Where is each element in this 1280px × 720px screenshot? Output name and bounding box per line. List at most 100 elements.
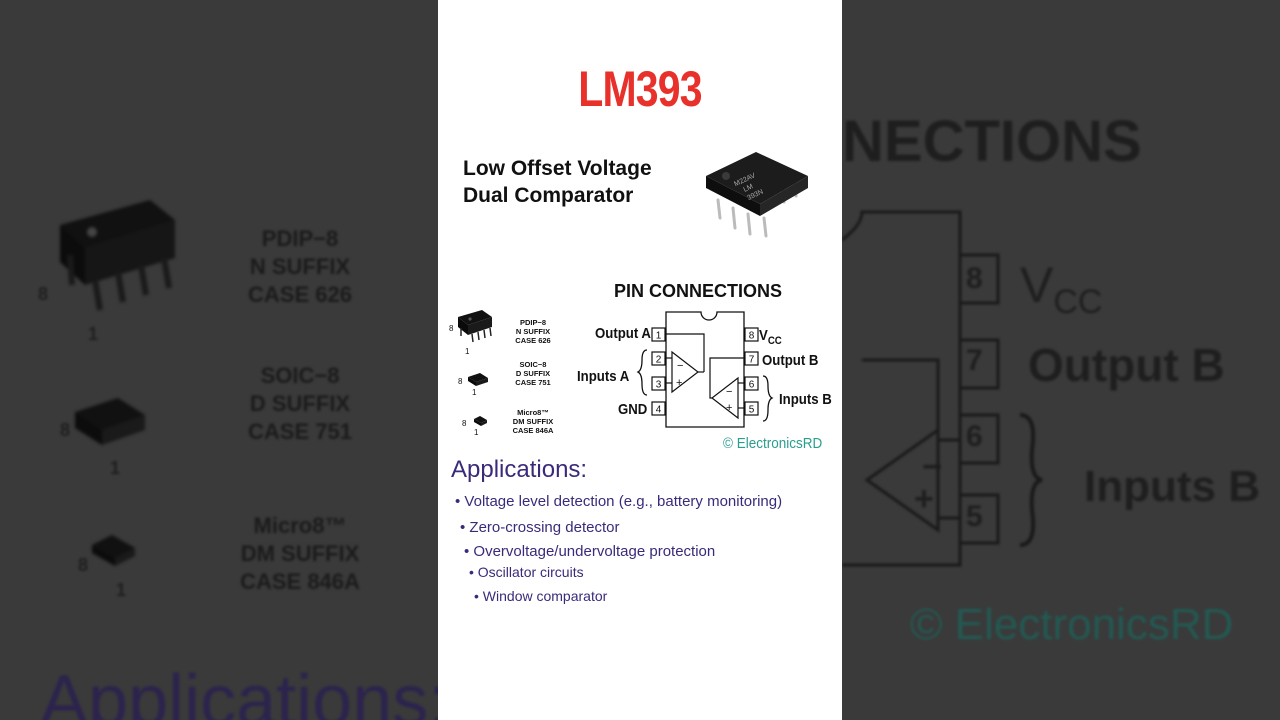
- backdrop-left: 8 1 8 1 8 1 PDIP−8 N SUFFIX CASE 626 SOI…: [0, 0, 438, 720]
- backdrop-pin1-soic: 1: [110, 458, 121, 478]
- backdrop-applications: Applications:: [40, 661, 438, 720]
- backdrop-pkg-line: CASE 751: [248, 419, 352, 444]
- backdrop-vcc: VCC: [1020, 256, 1102, 322]
- backdrop-pin5-num: 5: [966, 500, 983, 533]
- pin-4-number: 4: [656, 405, 662, 416]
- pin-label-inputs-b: Inputs B: [779, 391, 832, 408]
- copyright: © ElectronicsRD: [723, 435, 823, 452]
- package-line: CASE 626: [515, 336, 551, 345]
- backdrop-pin8-micro: 8: [78, 555, 89, 575]
- page-title: LM393: [578, 61, 702, 117]
- package-micro8-label: Micro8™ DM SUFFIX CASE 846A: [503, 408, 563, 435]
- brace-inputs-b: [762, 375, 774, 422]
- package-icons: [458, 310, 492, 426]
- pin-label-output-a: Output A: [595, 325, 651, 342]
- package-line: SOIC−8: [519, 360, 547, 369]
- pin-diagram: 1 2 3 4 5 6 7 8 − +: [651, 311, 759, 428]
- backdrop-pin7-num: 7: [966, 344, 983, 377]
- backdrop-copyright: © ElectronicsRD: [910, 600, 1234, 649]
- backdrop-pin8-num: 8: [966, 262, 983, 295]
- backdrop-pin6-num: 6: [966, 420, 983, 453]
- comparator-a-minus: −: [677, 360, 683, 372]
- pin-2-number: 2: [656, 355, 662, 366]
- backdrop-minus: −: [922, 448, 942, 486]
- pdip-pin8: 8: [449, 324, 454, 333]
- backdrop-pin1-micro: 1: [116, 580, 127, 600]
- application-item: • Oscillator circuits: [469, 564, 584, 580]
- package-line: N SUFFIX: [515, 327, 551, 336]
- pin-label-output-b: Output B: [762, 352, 819, 369]
- comparator-a: [665, 333, 705, 394]
- soic-pin8: 8: [458, 377, 463, 386]
- applications-heading: Applications:: [451, 456, 588, 483]
- soic-icon: [468, 373, 488, 386]
- pin-label-vcc-v: V: [759, 327, 768, 344]
- comparator-b-plus: +: [726, 402, 732, 414]
- backdrop-soic-chip: [75, 398, 145, 445]
- pdip-icon: [458, 310, 492, 343]
- backdrop-pkg-line: CASE 846A: [240, 569, 360, 594]
- comparator-b-minus: −: [726, 386, 732, 398]
- micro8-pin1: 1: [474, 428, 479, 437]
- package-line: CASE 846A: [512, 426, 554, 435]
- chip-subtitle: Low Offset Voltage Dual Comparator: [463, 155, 652, 209]
- content-panel: LM393 Low Offset Voltage Dual Comparator…: [438, 0, 842, 720]
- package-pdip-label: PDIP−8 N SUFFIX CASE 626: [503, 318, 563, 345]
- application-item: • Voltage level detection (e.g., battery…: [455, 493, 783, 510]
- pin-label-vcc-sub: CC: [767, 335, 782, 347]
- comparator-b: [709, 357, 745, 420]
- pin-label-inputs-a: Inputs A: [577, 368, 630, 385]
- package-line: Micro8™: [517, 408, 549, 417]
- subtitle-line-2: Dual Comparator: [463, 184, 634, 207]
- package-line: CASE 751: [515, 378, 551, 387]
- comparator-a-plus: +: [676, 377, 682, 389]
- pin-connections-heading: PIN CONNECTIONS: [614, 281, 783, 301]
- backdrop-right: NECTIONS 8 7 6 5 − + VCC Output B Inputs…: [842, 0, 1280, 720]
- backdrop-pin1: 1: [88, 324, 99, 344]
- backdrop-left-chips: [60, 200, 175, 566]
- backdrop-pkg-line: Micro8™: [253, 513, 347, 538]
- soic-pin1: 1: [472, 388, 477, 397]
- backdrop-dip-chip: [60, 200, 175, 311]
- backdrop-pin8-soic: 8: [60, 420, 71, 440]
- backdrop-vcc-v: V: [1020, 257, 1054, 313]
- backdrop-pkg-line: CASE 626: [248, 282, 352, 307]
- package-soic-label: SOIC−8 D SUFFIX CASE 751: [503, 360, 563, 387]
- pin-5-number: 5: [749, 405, 755, 416]
- chip-photo: M22AV LM 393N: [706, 152, 808, 238]
- package-line: D SUFFIX: [515, 369, 551, 378]
- backdrop-right-diagram: [842, 210, 1043, 567]
- micro8-icon: [474, 416, 487, 426]
- micro8-pin8: 8: [462, 419, 467, 428]
- backdrop-pkg-soic: SOIC−8 D SUFFIX CASE 751: [225, 362, 375, 446]
- package-line: PDIP−8: [519, 318, 547, 327]
- package-line: DM SUFFIX: [512, 417, 554, 426]
- backdrop-pkg-line: PDIP−8: [261, 226, 339, 251]
- backdrop-pin8: 8: [38, 284, 49, 304]
- subtitle-line-1: Low Offset Voltage: [463, 157, 652, 180]
- backdrop-inputs-b: Inputs B: [1084, 462, 1260, 511]
- backdrop-pkg-line: D SUFFIX: [249, 391, 351, 416]
- pin-8-number: 8: [749, 331, 755, 342]
- pdip-pin1: 1: [465, 347, 470, 356]
- pin-3-number: 3: [656, 380, 662, 391]
- application-item: • Zero-crossing detector: [460, 519, 620, 536]
- backdrop-pkg-line: SOIC−8: [260, 363, 340, 388]
- backdrop-pkg-line: N SUFFIX: [249, 254, 351, 279]
- backdrop-output-b: Output B: [1028, 339, 1225, 391]
- brace-inputs-a: [636, 349, 648, 396]
- pin-1-number: 1: [656, 331, 662, 342]
- backdrop-pkg-line: DM SUFFIX: [240, 541, 360, 566]
- backdrop-vcc-sub: CC: [1053, 283, 1103, 321]
- pin-6-number: 6: [749, 380, 755, 391]
- backdrop-plus: +: [914, 480, 934, 518]
- application-item: • Overvoltage/undervoltage protection: [464, 543, 716, 560]
- application-item: • Window comparator: [474, 588, 608, 604]
- pin-label-vcc: VCC: [759, 327, 782, 347]
- pin-7-number: 7: [749, 355, 755, 366]
- backdrop-pin-connections: NECTIONS: [842, 109, 1142, 174]
- backdrop-pkg-pdip: PDIP−8 N SUFFIX CASE 626: [225, 225, 375, 309]
- chip-marking-2: LM: [743, 183, 755, 194]
- backdrop-micro8-chip: [92, 535, 135, 566]
